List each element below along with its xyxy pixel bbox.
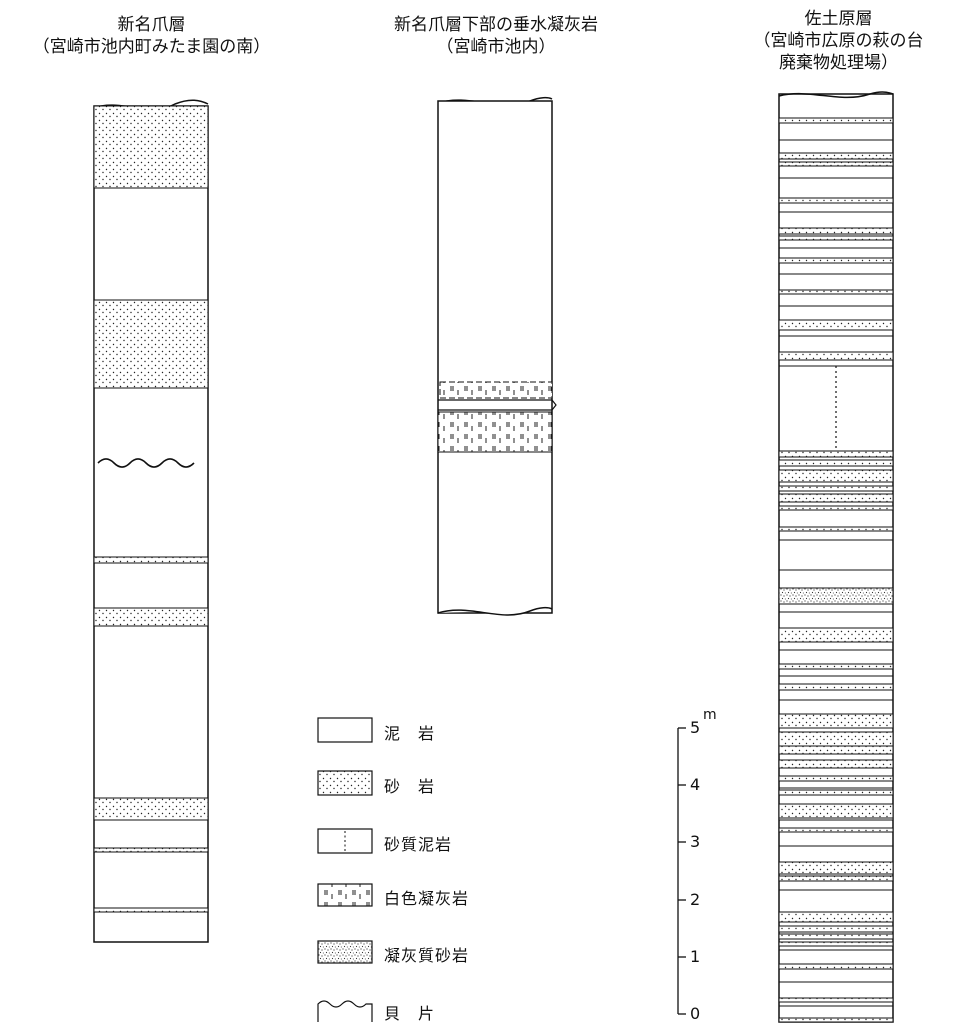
legend-swatch-shell <box>317 1000 373 1022</box>
sandstone-layer <box>778 933 894 940</box>
sandstone-layer <box>778 775 894 782</box>
legend-swatch-tuffaceous-sandstone <box>317 940 373 964</box>
sandstone-layer <box>778 827 894 833</box>
tuffaceous-sandstone-layer <box>778 587 894 605</box>
sandstone-layer <box>778 911 894 923</box>
sandstone-layer <box>778 505 894 511</box>
scale-unit: m <box>703 707 717 723</box>
legend-label-sandy-mudstone: 砂質泥岩 <box>384 835 453 854</box>
legend-swatch-mudstone <box>317 717 373 743</box>
sandstone-layer <box>778 963 894 970</box>
scale-tick-1: 1 <box>690 947 701 966</box>
legend-label-shell: 貝 片 <box>384 1004 436 1023</box>
sandstone-layer <box>778 713 894 729</box>
scale-tick-3: 3 <box>690 832 701 851</box>
sandstone-layer <box>778 257 894 264</box>
sandstone-layer <box>778 469 894 483</box>
column-1-title: 新名爪層 （宮崎市池内町みたま園の南） <box>0 14 303 58</box>
column-2-title-line2: （宮崎市池内） <box>436 37 556 57</box>
sandstone-layer <box>93 299 209 389</box>
sandstone-layer <box>778 941 894 947</box>
sandstone-layer <box>93 105 209 189</box>
sandstone-layer <box>778 450 894 458</box>
column-2-title-line1: 新名爪層下部の垂水凝灰岩 <box>394 15 598 35</box>
column-1-title-line1: 新名爪層 <box>117 15 186 35</box>
column-2-title: 新名爪層下部の垂水凝灰岩 （宮崎市池内） <box>346 14 646 58</box>
sandstone-layer <box>778 117 894 124</box>
column-2 <box>437 96 557 616</box>
scale-tick-2: 2 <box>690 890 701 909</box>
column-3 <box>778 91 894 1023</box>
sandstone-layer <box>778 235 894 241</box>
sandstone-layer <box>778 459 894 467</box>
column-3-title-line2: （宮崎市広原の萩の台 <box>753 31 924 51</box>
column-2-bottom-wave <box>437 606 553 616</box>
sandstone-layer <box>778 759 894 769</box>
column-3-title-line3: 廃棄物処理場） <box>779 53 898 73</box>
column-1 <box>93 99 209 943</box>
sandstone-layer <box>778 731 894 755</box>
column-3-title-line1: 佐土原層 <box>804 9 873 29</box>
sandstone-layer <box>778 627 894 643</box>
sandstone-layer <box>778 493 894 503</box>
sandstone-layer <box>778 351 894 361</box>
sandstone-layer <box>778 663 894 670</box>
sandstone-layer <box>778 485 894 492</box>
sandstone-layer <box>778 152 894 160</box>
white-tuff-layer <box>437 411 553 453</box>
sandstone-layer <box>778 227 894 235</box>
sandstone-layer <box>778 925 894 933</box>
column-2-body <box>437 100 553 614</box>
scale-tick-0: 0 <box>690 1004 701 1023</box>
sandstone-layer <box>93 556 209 564</box>
sandstone-layer <box>93 797 209 821</box>
legend <box>317 717 373 1022</box>
sandstone-layer <box>778 319 894 331</box>
scale-bar <box>677 727 686 1015</box>
sandstone-layer <box>93 607 209 627</box>
shell-fragment-mark <box>97 458 195 468</box>
sandstone-layer <box>778 875 894 882</box>
sandstone-layer <box>778 997 894 1003</box>
column-1-title-line2: （宮崎市池内町みたま園の南） <box>32 37 271 57</box>
scale-tick-4: 4 <box>690 775 701 794</box>
column-3-title: 佐土原層 （宮崎市広原の萩の台 廃棄物処理場） <box>720 8 957 74</box>
legend-label-mudstone: 泥 岩 <box>384 724 436 743</box>
sandstone-layer <box>93 907 209 913</box>
sandstone-layer <box>778 1017 894 1023</box>
sandstone-layer <box>778 289 894 295</box>
sandstone-layer <box>778 197 894 204</box>
column-2-break <box>438 399 557 411</box>
sandstone-layer <box>778 526 894 532</box>
white-tuff-layer <box>439 381 553 399</box>
column-3-layers <box>778 117 894 1023</box>
legend-label-white-tuff: 白色凝灰岩 <box>384 889 470 908</box>
sandstone-layer <box>778 789 894 796</box>
legend-label-tuffaceous-sandstone: 凝灰質砂岩 <box>384 946 470 965</box>
column-3-top-wave <box>778 91 894 99</box>
sandstone-layer <box>778 861 894 875</box>
sandstone-layer <box>93 847 209 853</box>
sandstone-layer <box>778 161 894 167</box>
sandstone-layer <box>778 683 894 691</box>
legend-swatch-white-tuff <box>317 883 373 907</box>
legend-label-sandstone: 砂 岩 <box>384 777 436 796</box>
legend-swatch-sandstone <box>317 770 373 796</box>
sandstone-layer <box>778 803 894 821</box>
scale-tick-5: 5 <box>690 718 701 737</box>
